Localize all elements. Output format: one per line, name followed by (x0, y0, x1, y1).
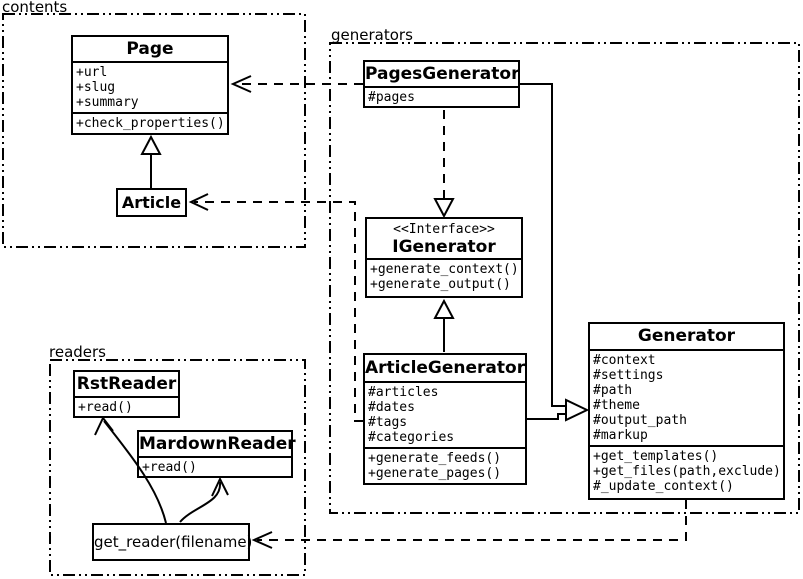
attributes-compartment: +url +slug +summary (73, 61, 227, 112)
attribute-row: +slug (76, 80, 116, 95)
class-mardown-reader: MardownReader +read() (137, 430, 296, 478)
package-contents-label: contents (2, 0, 68, 16)
dependency-arrow-pagesgenerator-to-page (230, 75, 363, 93)
attribute-row: #dates (368, 400, 415, 415)
method-row: +get_files(path,exclude) (593, 464, 781, 479)
methods-compartment: +read() (75, 396, 178, 417)
class-article: Article (116, 188, 187, 217)
attribute-row: #articles (368, 385, 439, 400)
class-title: RstReader (76, 374, 177, 394)
method-row: +generate_output() (370, 277, 511, 292)
inheritance-arrow-articlegenerator-to-generator (527, 398, 590, 422)
class-rst-reader: RstReader +read() (73, 370, 180, 418)
method-row: #_update_context() (593, 479, 734, 494)
attribute-row: #categories (368, 430, 455, 445)
class-title: Page (126, 39, 174, 59)
stereotype-label: <<Interface>> (393, 222, 495, 237)
package-generators-label: generators (331, 26, 413, 44)
methods-compartment: +generate_feeds() +generate_pages() (365, 447, 525, 483)
inheritance-arrow-articlegenerator-to-igenerator (433, 298, 455, 352)
method-row: +get_templates() (593, 449, 719, 464)
attribute-row: #pages (368, 90, 415, 105)
attribute-row: #markup (593, 428, 648, 443)
attribute-row: #context (593, 353, 656, 368)
attribute-row: #tags (368, 415, 408, 430)
class-title: PagesGenerator (365, 64, 520, 84)
attribute-row: #settings (593, 368, 664, 383)
class-title: MardownReader (139, 434, 296, 454)
class-article-generator: ArticleGenerator #articles #dates #tags … (363, 353, 527, 485)
package-readers-label: readers (49, 343, 106, 361)
call-arrow-getreader-to-mardownreader (179, 476, 229, 523)
methods-compartment: +read() (139, 456, 291, 477)
dependency-arrow-articlegenerator-to-article (188, 193, 363, 422)
methods-compartment: +get_templates() +get_files(path,exclude… (590, 445, 783, 496)
class-title: Article (121, 193, 182, 212)
method-row: +check_properties() (76, 116, 225, 131)
method-row: +generate_context() (370, 262, 519, 277)
inheritance-arrow-article-to-page (140, 134, 162, 188)
attributes-compartment: #pages (365, 86, 518, 107)
realization-arrow-pagesgenerator-to-igenerator (433, 110, 455, 219)
class-generator: Generator #context #settings #path #them… (588, 322, 785, 500)
methods-compartment: +generate_context() +generate_output() (367, 258, 521, 294)
attribute-row: +summary (76, 95, 139, 110)
class-title: ArticleGenerator (365, 358, 526, 378)
method-row: +read() (142, 460, 197, 475)
attribute-row: #theme (593, 398, 640, 413)
attribute-row: #output_path (593, 413, 687, 428)
function-get-reader: get_reader(filename) (92, 523, 252, 561)
method-row: +generate_pages() (368, 466, 502, 481)
class-pages-generator: PagesGenerator #pages (363, 60, 520, 108)
class-page: Page +url +slug +summary +check_properti… (71, 35, 229, 135)
class-igenerator: <<Interface>> IGenerator +generate_conte… (365, 217, 523, 298)
attributes-compartment: #articles #dates #tags #categories (365, 381, 525, 447)
method-row: +read() (78, 400, 133, 415)
class-title: IGenerator (392, 237, 496, 257)
method-row: +generate_feeds() (368, 451, 502, 466)
dependency-arrow-generator-to-getreader (251, 500, 687, 549)
attribute-row: +url (76, 65, 108, 80)
methods-compartment: +check_properties() (73, 112, 227, 133)
attributes-compartment: #context #settings #path #theme #output_… (590, 349, 783, 445)
attribute-row: #path (593, 383, 633, 398)
class-title: Generator (637, 326, 736, 346)
